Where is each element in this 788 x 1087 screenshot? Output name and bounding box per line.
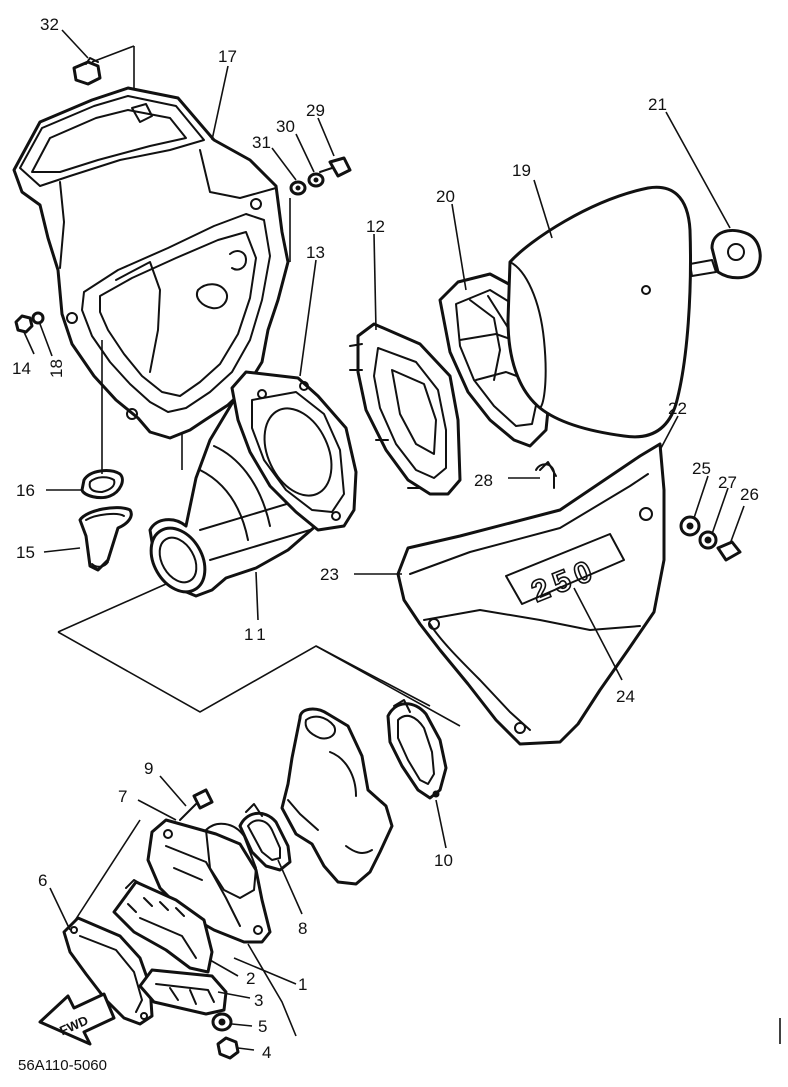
- callout-15: 15: [16, 543, 35, 562]
- callout-25: 25: [692, 459, 711, 478]
- callout-20: 20: [436, 187, 455, 206]
- callout-23: 23: [320, 565, 339, 584]
- callout-22: 22: [668, 399, 687, 418]
- callout-12: 12: [366, 217, 385, 236]
- callout-1: 1: [298, 975, 307, 994]
- fwd-arrow-icon: FWD: [38, 992, 116, 1046]
- washer-5[interactable]: [211, 1012, 233, 1032]
- callout-10: 10: [434, 851, 453, 870]
- callout-29: 29: [306, 101, 325, 120]
- carb-joint-7[interactable]: [146, 818, 272, 944]
- callout-19: 19: [512, 161, 531, 180]
- callout-28: 28: [474, 471, 493, 490]
- callout-17: 17: [218, 47, 237, 66]
- nut-4[interactable]: [216, 1036, 240, 1060]
- diagram-code: 56A110-5060: [18, 1057, 107, 1074]
- drain-tube-28[interactable]: [535, 463, 555, 489]
- callout-5: 5: [258, 1017, 267, 1036]
- washer-18[interactable]: [31, 311, 45, 325]
- callout-31: 31: [252, 133, 271, 152]
- screw-32[interactable]: [72, 57, 102, 86]
- leader-lines: [23, 29, 781, 1051]
- callout-18: 18: [47, 359, 66, 378]
- washer-31[interactable]: [289, 180, 307, 196]
- callout-27: 27: [718, 473, 737, 492]
- screw-26[interactable]: [716, 540, 742, 562]
- gasket-plate-13[interactable]: [230, 370, 358, 532]
- washer-27[interactable]: [698, 530, 718, 550]
- clamp-8[interactable]: [238, 803, 292, 872]
- carburetor: [280, 707, 394, 886]
- clamp-10[interactable]: [386, 699, 448, 800]
- callout-16: 16: [16, 481, 35, 500]
- callout-13: 13: [306, 243, 325, 262]
- filter-frame-12[interactable]: [349, 322, 462, 496]
- reed-valve-assembly-2[interactable]: [112, 879, 214, 974]
- collar-25[interactable]: [679, 515, 701, 537]
- gasket-6[interactable]: [62, 916, 154, 1026]
- callout-32: 32: [40, 15, 59, 34]
- drain-cap-15[interactable]: [78, 506, 133, 572]
- nut-14[interactable]: [14, 314, 34, 334]
- callout-7: 7: [118, 787, 127, 806]
- callout-14: 14: [12, 359, 31, 378]
- air-filter-element-19[interactable]: [506, 185, 692, 439]
- bolt-9[interactable]: [179, 788, 214, 821]
- callout-24: 24: [616, 687, 635, 706]
- washer-30[interactable]: [307, 172, 325, 188]
- callout-11: 11: [244, 625, 270, 644]
- callout-8: 8: [298, 919, 307, 938]
- air-box-housing[interactable]: [12, 86, 290, 440]
- callout-21: 21: [648, 95, 667, 114]
- filter-bolt-21[interactable]: [689, 229, 762, 280]
- callout-26: 26: [740, 485, 759, 504]
- callout-numbers: 32 17 29 30 31 21 19 20 12 13 14 18 16 1…: [12, 15, 759, 1062]
- callout-4: 4: [262, 1043, 271, 1062]
- side-cover-23[interactable]: 250: [396, 442, 666, 746]
- o-ring-16[interactable]: [80, 469, 124, 500]
- callout-9: 9: [144, 759, 153, 778]
- callout-3: 3: [254, 991, 263, 1010]
- callout-30: 30: [276, 117, 295, 136]
- callout-6: 6: [38, 871, 47, 890]
- callout-2: 2: [246, 969, 255, 988]
- reed-plate-3[interactable]: [138, 968, 228, 1016]
- bolt-29[interactable]: [319, 156, 352, 178]
